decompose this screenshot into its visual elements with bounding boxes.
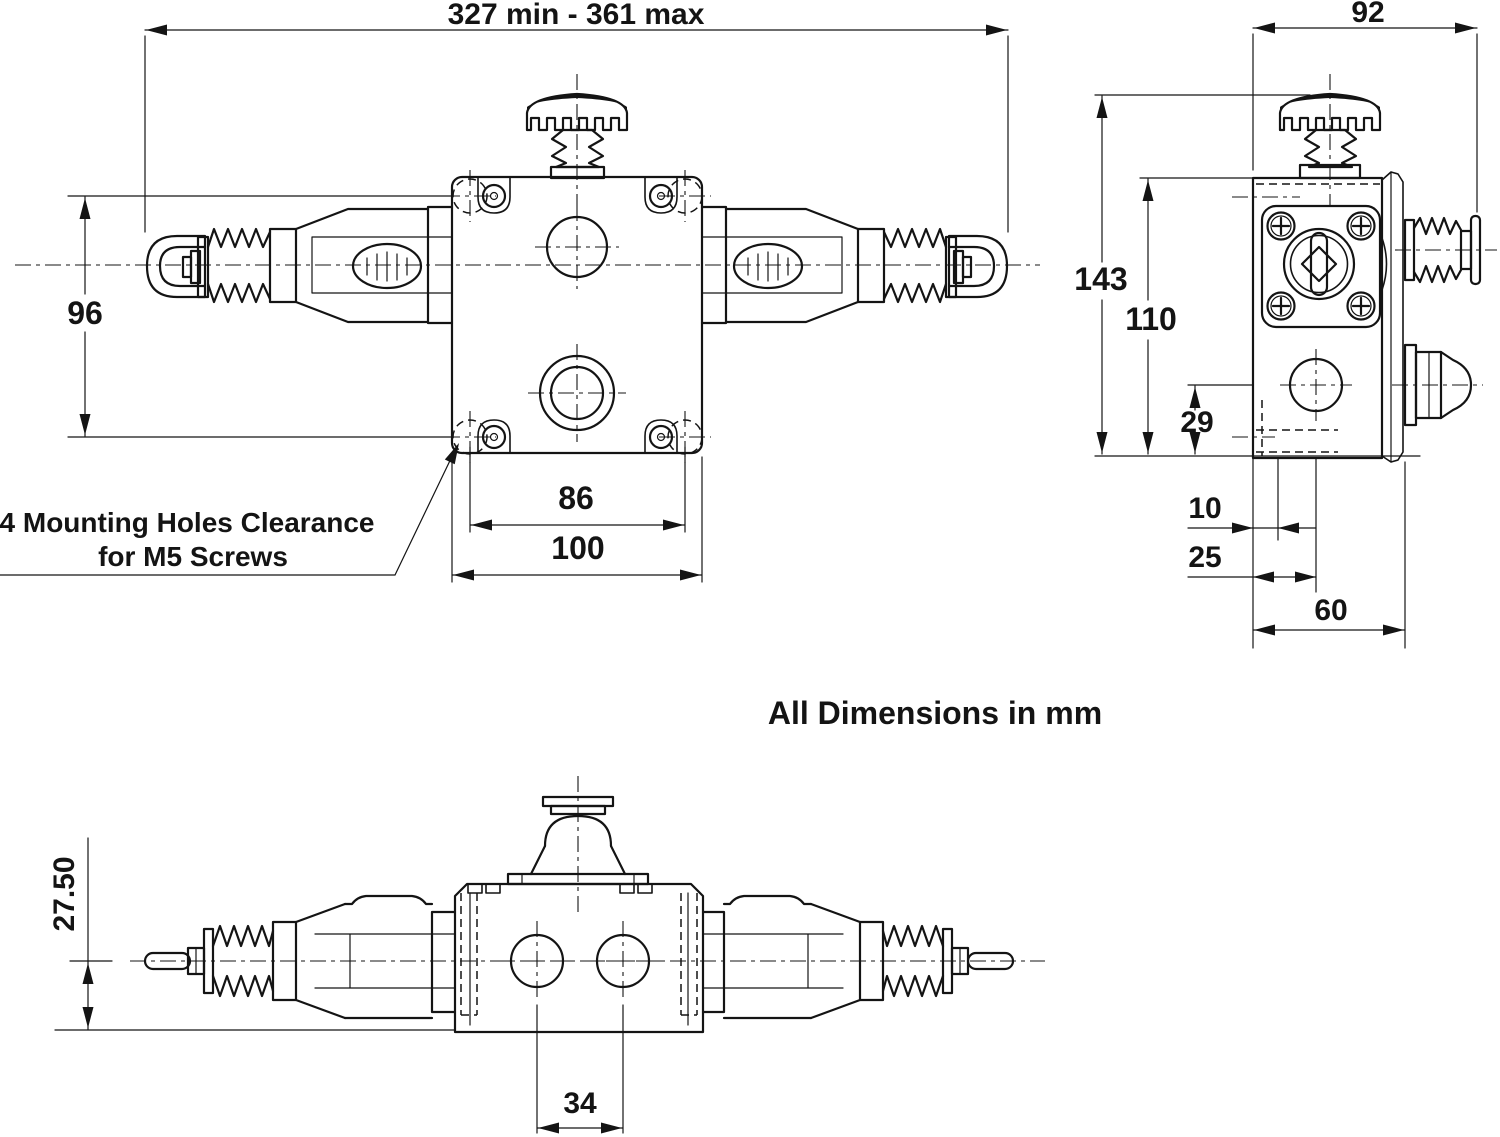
dim-label-overall-length: 327 min - 361 max <box>448 0 705 31</box>
units-note: All Dimensions in mm <box>768 695 1102 731</box>
dim-label-110: 110 <box>1125 301 1177 337</box>
head-plate <box>1260 204 1382 329</box>
dim-label-34: 34 <box>563 1087 597 1120</box>
estop-button <box>525 74 629 205</box>
top-body-outline <box>453 882 705 1034</box>
rope-outlet-plunger <box>1395 214 1497 286</box>
dim-label-25: 25 <box>1188 541 1221 574</box>
dim-label-60: 60 <box>1314 594 1347 627</box>
left-eyebolt <box>145 234 207 299</box>
top-view: 27.50 34 <box>48 776 1045 1134</box>
top-cover-tabs <box>467 883 653 894</box>
dim-label-96: 96 <box>67 295 103 331</box>
rotary-cam <box>1282 227 1356 301</box>
dome-cap <box>1392 343 1483 427</box>
right-eyebolt <box>947 234 1009 299</box>
dim-label-10: 10 <box>1188 492 1221 525</box>
front-view: 327 min - 361 max 96 86 100 4 Mounting H… <box>0 0 1040 583</box>
rope-window-icon <box>747 251 789 282</box>
dim-cable-entry-spacing: 34 <box>536 1004 624 1134</box>
dim-label-86: 86 <box>558 480 594 516</box>
top-right-rope-assembly <box>701 894 1015 1020</box>
left-rope-assembly <box>145 205 454 325</box>
dim-mounting-vertical: 96 <box>67 195 453 438</box>
dim-label-143: 143 <box>1074 261 1127 297</box>
dim-rope-axis-depth: 27.50 <box>48 837 456 1031</box>
top-left-rope-assembly <box>143 894 457 1020</box>
dim-depths: 10 25 60 <box>1187 457 1406 649</box>
side-view: 92 143 110 29 10 25 <box>1074 0 1497 649</box>
dim-label-27-50: 27.50 <box>48 856 81 931</box>
dim-label-29: 29 <box>1180 406 1213 439</box>
top-estop-button <box>506 776 650 917</box>
side-estop-button <box>1278 74 1382 205</box>
right-rope-assembly <box>700 205 1009 325</box>
dim-mounting-horizontal: 86 <box>469 446 686 533</box>
callout-line1: 4 Mounting Holes Clearance <box>0 507 374 538</box>
callout-line2: for M5 Screws <box>98 541 288 572</box>
dim-body-width: 100 <box>451 456 703 583</box>
rope-window-icon <box>366 251 408 282</box>
dim-overall-length: 327 min - 361 max <box>144 0 1009 233</box>
knob-top-band <box>527 94 627 112</box>
dim-label-92: 92 <box>1351 0 1384 29</box>
front-holes <box>528 205 626 442</box>
dim-side-width: 92 <box>1252 0 1478 213</box>
dim-label-100: 100 <box>551 530 604 566</box>
phillips-screws <box>1266 211 1376 321</box>
dim-heights: 143 110 29 <box>1074 94 1421 457</box>
mounting-holes-callout: 4 Mounting Holes Clearance for M5 Screws <box>0 440 464 576</box>
